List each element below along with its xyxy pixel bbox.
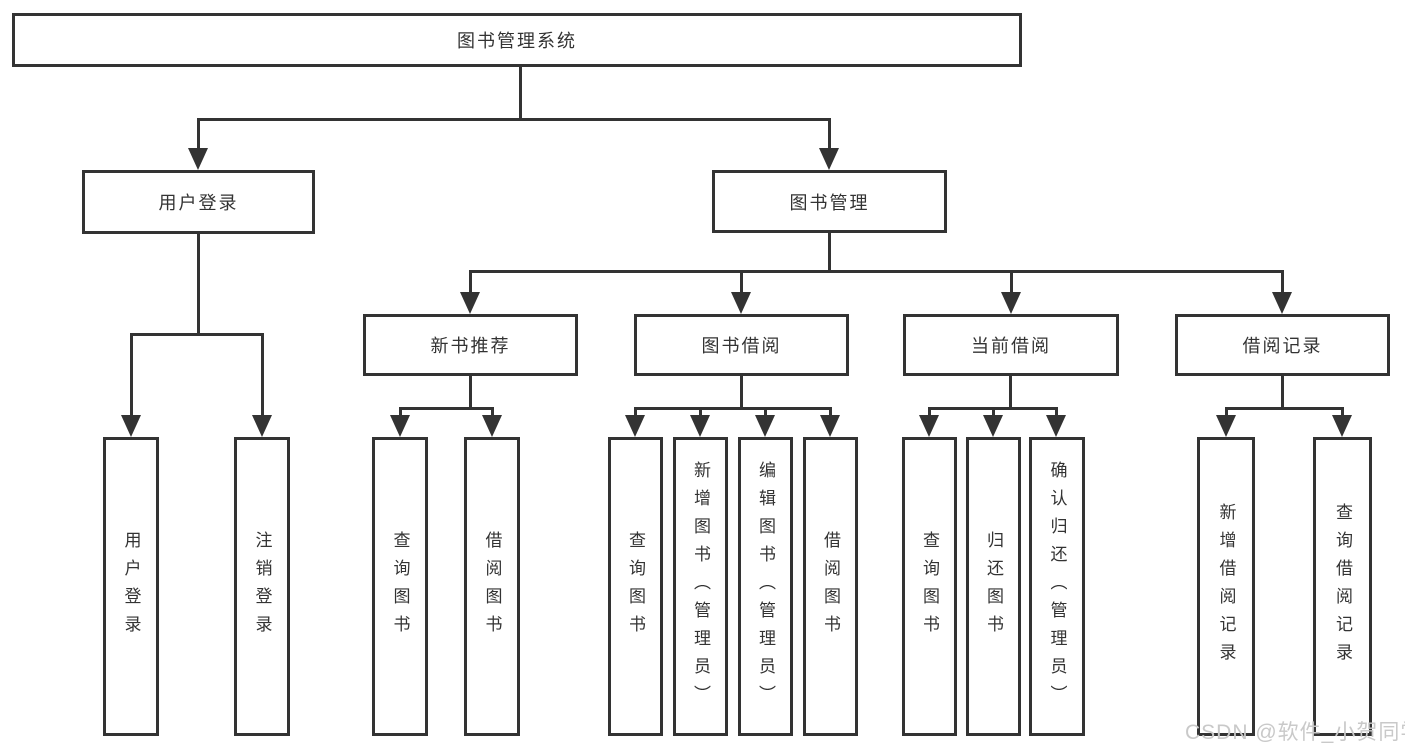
leaf-return-books: 归还图书: [966, 437, 1021, 736]
arrowhead-down-icon: [121, 415, 141, 437]
node-label: 借阅记录: [1242, 336, 1323, 356]
node-borrowing-records: 借阅记录: [1175, 314, 1390, 376]
connector-line: [519, 66, 522, 120]
leaf-label: 注销登录: [252, 530, 272, 643]
leaf-label: 归还图书: [984, 530, 1003, 643]
connector-line: [469, 270, 472, 294]
leaf-query-borrow-record: 查询借阅记录: [1313, 437, 1372, 736]
node-user-login: 用户登录: [82, 170, 315, 234]
leaf-query-books-recommend: 查询图书: [372, 437, 428, 736]
connector-line: [491, 407, 494, 417]
leaf-user-login: 用户登录: [103, 437, 159, 736]
leaf-label: 查询借阅记录: [1333, 502, 1352, 671]
connector-line: [1010, 270, 1013, 294]
arrowhead-down-icon: [1001, 292, 1021, 314]
connector-line: [634, 407, 832, 410]
leaf-borrow-books: 借阅图书: [803, 437, 858, 736]
leaf-label: 编辑图书（管理员）: [756, 460, 775, 713]
arrowhead-down-icon: [252, 415, 272, 437]
leaf-confirm-return-admin: 确认归还（管理员）: [1029, 437, 1085, 736]
connector-line: [399, 407, 493, 410]
connector-line: [1341, 407, 1344, 417]
node-label: 图书管理: [789, 192, 870, 213]
node-current-borrowing: 当前借阅: [903, 314, 1119, 376]
connector-line: [1225, 407, 1228, 417]
node-label: 新书推荐: [430, 336, 511, 356]
node-book-borrowing: 图书借阅: [634, 314, 849, 376]
leaf-label: 新增图书（管理员）: [691, 460, 710, 713]
node-label: 用户登录: [158, 193, 239, 213]
connector-line: [828, 233, 831, 272]
node-label: 图书管理系统: [457, 31, 577, 51]
leaf-borrow-books-recommend: 借阅图书: [464, 437, 520, 736]
connector-line: [469, 376, 472, 409]
connector-line: [1225, 407, 1344, 410]
connector-line: [469, 270, 1283, 273]
arrowhead-down-icon: [820, 415, 840, 437]
connector-line: [740, 270, 743, 294]
arrowhead-down-icon: [1332, 415, 1352, 437]
connector-line: [740, 376, 743, 409]
leaf-label: 新增借阅记录: [1216, 502, 1236, 671]
arrowhead-down-icon: [460, 292, 480, 314]
leaf-logout: 注销登录: [234, 437, 290, 736]
connector-line: [699, 407, 702, 417]
leaf-label: 借阅图书: [482, 530, 502, 643]
connector-line: [197, 118, 831, 121]
connector-line: [1281, 270, 1284, 294]
arrowhead-down-icon: [482, 415, 502, 437]
arrowhead-down-icon: [625, 415, 645, 437]
arrowhead-down-icon: [1216, 415, 1236, 437]
connector-line: [197, 118, 200, 152]
connector-line: [130, 333, 133, 417]
arrowhead-down-icon: [819, 148, 839, 170]
connector-line: [764, 407, 767, 417]
node-label: 图书借阅: [701, 336, 782, 356]
leaf-label: 借阅图书: [821, 530, 840, 643]
leaf-label: 查询图书: [390, 530, 410, 643]
connector-line: [992, 407, 995, 417]
node-book-management: 图书管理: [712, 170, 947, 233]
connector-line: [928, 407, 931, 417]
arrowhead-down-icon: [919, 415, 939, 437]
node-new-book-recommend: 新书推荐: [363, 314, 578, 376]
arrowhead-down-icon: [390, 415, 410, 437]
connector-line: [828, 118, 831, 152]
connector-line: [634, 407, 637, 417]
leaf-edit-books-admin: 编辑图书（管理员）: [738, 437, 793, 736]
node-root-system: 图书管理系统: [12, 13, 1022, 67]
arrowhead-down-icon: [1272, 292, 1292, 314]
connector-line: [829, 407, 832, 417]
leaf-query-books-borrowing: 查询图书: [608, 437, 663, 736]
leaf-add-borrow-record: 新增借阅记录: [1197, 437, 1255, 736]
leaf-query-books-current: 查询图书: [902, 437, 957, 736]
connector-line: [261, 333, 264, 417]
leaf-label: 查询图书: [920, 530, 939, 643]
watermark: CSDN @软件_小贺同学: [1185, 721, 1405, 744]
arrowhead-down-icon: [188, 148, 208, 170]
leaf-add-books-admin: 新增图书（管理员）: [673, 437, 728, 736]
connector-line: [1009, 376, 1012, 409]
leaf-label: 用户登录: [121, 530, 141, 643]
arrowhead-down-icon: [983, 415, 1003, 437]
arrowhead-down-icon: [731, 292, 751, 314]
leaf-label: 查询图书: [626, 530, 645, 643]
connector-line: [399, 407, 402, 417]
connector-line: [197, 234, 200, 335]
leaf-label: 确认归还（管理员）: [1047, 460, 1067, 713]
node-label: 当前借阅: [971, 336, 1051, 356]
connector-line: [1055, 407, 1058, 417]
arrowhead-down-icon: [755, 415, 775, 437]
connector-line: [130, 333, 263, 336]
arrowhead-down-icon: [1046, 415, 1066, 437]
connector-line: [1281, 376, 1284, 409]
arrowhead-down-icon: [690, 415, 710, 437]
